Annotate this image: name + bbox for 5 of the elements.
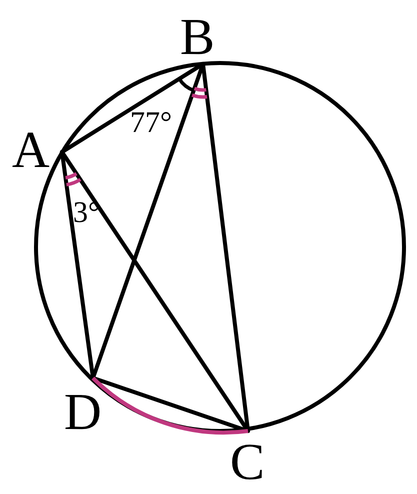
angle-label: 77° bbox=[130, 108, 172, 138]
point-label: D bbox=[64, 387, 102, 439]
point-label: A bbox=[12, 125, 50, 177]
point-label: C bbox=[230, 437, 265, 489]
point-label: B bbox=[180, 12, 215, 64]
